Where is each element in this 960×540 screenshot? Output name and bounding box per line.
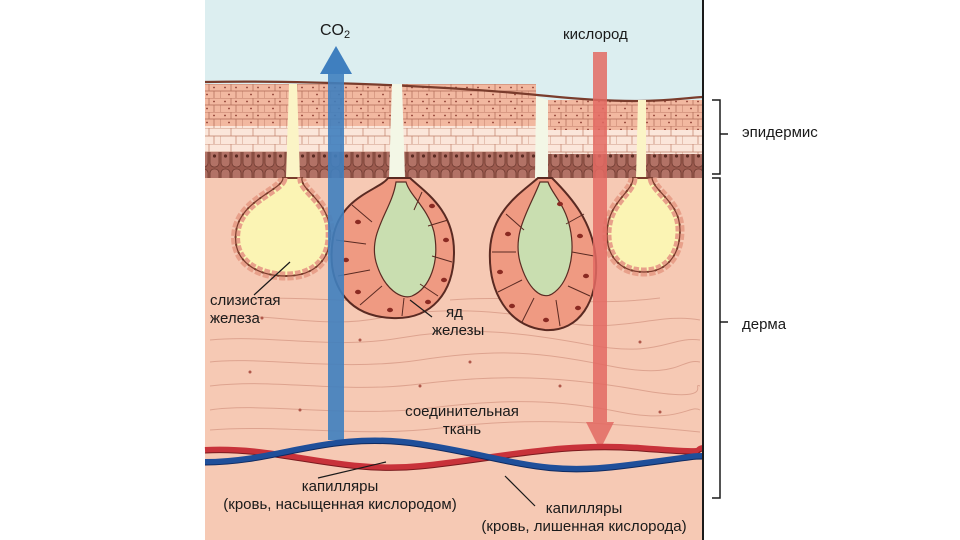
connective-tissue-fibers [209, 297, 701, 433]
co2-label-sub: 2 [344, 29, 351, 41]
leader-cap-deoxygenated [504, 475, 536, 507]
capillary-deoxygenated [204, 437, 704, 472]
poison-gland-label-line1: яд [446, 304, 463, 321]
oxygen-arrow [586, 52, 614, 450]
poison-gland-label-line2: железы [432, 322, 485, 339]
dermis-bracket [712, 177, 728, 499]
capillary-oxygenated [204, 443, 704, 471]
dermis-label: дерма [742, 316, 787, 333]
mucous-gland-label-line1: слизистая [210, 292, 281, 309]
cap-oxygenated-label: капилляры (кровь, насыщенная кислородом) [206, 478, 474, 514]
co2-arrow [320, 46, 352, 440]
co2-label-main: CO [320, 22, 344, 39]
connective-tissue-label: соединительная ткань [384, 403, 540, 439]
skin-surface-line [204, 80, 704, 103]
air-region [205, 0, 703, 100]
connective-tissue-label-line2: ткань [442, 421, 482, 438]
leader-cap-oxygenated [317, 461, 387, 479]
epidermis-bracket [712, 99, 728, 175]
mucous-gland-label-line2: железа [210, 310, 260, 327]
mucous-gland-label: слизистая железа [210, 292, 281, 328]
poison-gland-left [330, 177, 456, 320]
leader-poison-gland [409, 299, 433, 318]
co2-label: CO2 [320, 22, 350, 44]
epidermis-label: эпидермис [742, 124, 818, 141]
mucous-gland-left [231, 176, 335, 281]
cap-deoxygenated-label-line1: капилляры [545, 500, 623, 517]
poison-gland-right [488, 177, 598, 332]
cap-deoxygenated-label: капилляры (кровь, лишенная кислорода) [466, 500, 702, 536]
leader-mucous-gland [253, 261, 291, 296]
connective-tissue-label-line1: соединительная [405, 403, 519, 420]
cap-deoxygenated-label-line2: (кровь, лишенная кислорода) [481, 518, 687, 535]
mucous-gland-right [602, 176, 685, 277]
poison-gland-label: яд железы [432, 304, 484, 340]
cap-oxygenated-label-line1: капилляры [301, 478, 379, 495]
oxygen-label: кислород [563, 26, 628, 43]
cap-oxygenated-label-line2: (кровь, насыщенная кислородом) [223, 496, 457, 513]
